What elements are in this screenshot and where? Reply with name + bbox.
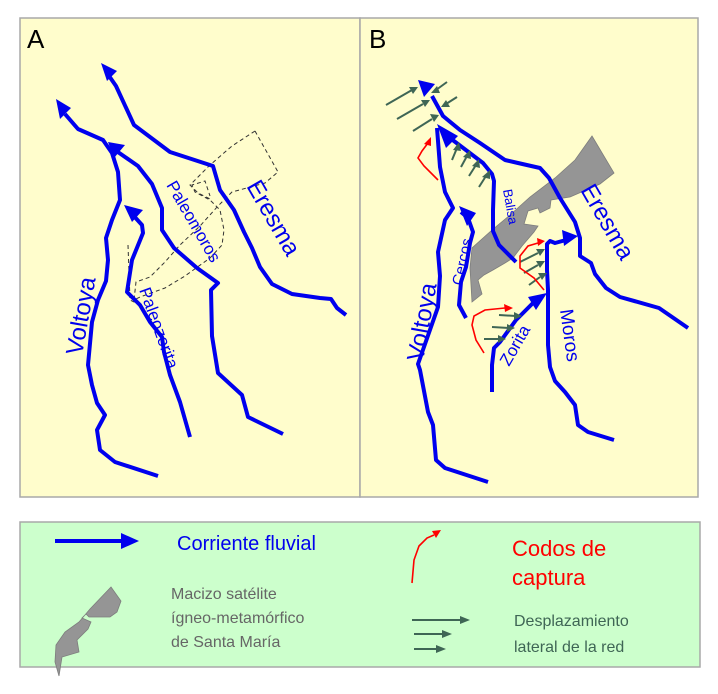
panel-a: A Voltoya Paleozorita Paleomoros Eresma — [19, 17, 361, 498]
shift-arrow — [460, 155, 468, 168]
massif-shape-icon — [54, 586, 122, 677]
shift-arrow — [385, 89, 413, 106]
shift-arrow — [445, 96, 458, 105]
shift-arrow-head — [463, 150, 471, 159]
capture-elbow-line — [411, 534, 435, 584]
shift-arrow — [498, 314, 517, 317]
arrowhead-eresma-a — [101, 63, 117, 81]
shift-arrow-head — [498, 335, 506, 343]
capture-elbows-b — [417, 137, 545, 354]
shift-arrow-head — [482, 170, 490, 179]
shift-legend-arrow-head — [460, 616, 470, 624]
lateral-shift-arrows-icon — [412, 616, 470, 653]
shift-arrow — [412, 118, 433, 132]
arrowhead-paleozorita — [124, 205, 143, 222]
shift-arrow-head — [409, 87, 418, 94]
shift-arrow-head — [538, 273, 547, 280]
shift-arrow — [468, 164, 477, 177]
capture-elbow-head — [504, 304, 513, 312]
shift-arrow-head — [441, 100, 450, 107]
shift-arrow-head — [472, 159, 480, 168]
shift-legend-arrow-head — [436, 645, 446, 653]
shift-arrow — [519, 252, 539, 263]
arrowhead-paleomoros — [108, 142, 125, 158]
paleo-massif-outline-inner — [189, 130, 256, 201]
river-eresma-b — [430, 95, 690, 330]
legend-capture-line1: Codos de — [512, 536, 606, 561]
legend-massif-line3: de Santa María — [171, 634, 281, 651]
lateral-shift-arrows-b — [385, 81, 547, 343]
shift-arrow-head — [507, 324, 515, 332]
river-moros — [545, 238, 615, 442]
river-paleomoros — [113, 148, 284, 436]
legend-massif-line1: Macizo satélite — [171, 586, 277, 603]
capture-elbow — [471, 307, 506, 354]
panel-a-background — [19, 17, 361, 498]
capture-elbow-head — [424, 137, 431, 146]
arrowhead-cercos — [459, 206, 476, 226]
stream-arrow-head — [121, 533, 139, 549]
legend-background — [19, 521, 701, 668]
shift-arrow — [396, 103, 424, 120]
arrowhead-voltoya-a — [56, 99, 71, 119]
river-balisa — [448, 136, 518, 264]
stream-arrow-icon — [55, 533, 139, 549]
label-balisa: Balisa — [500, 188, 521, 226]
shift-arrow-head — [536, 261, 545, 268]
river-voltoya-b — [416, 127, 489, 484]
legend-stream-label: Corriente fluvial — [177, 533, 316, 555]
massif-santa-maria — [469, 135, 615, 303]
shift-arrow-head — [431, 86, 440, 93]
legend: Corriente fluvial Macizo satélite ígneo-… — [19, 521, 701, 677]
shift-arrow-head — [453, 142, 461, 151]
panel-a-label: A — [27, 24, 45, 54]
river-voltoya-a — [63, 112, 159, 478]
legend-shift-line2: lateral de la red — [514, 639, 624, 656]
capture-elbow-icon — [411, 530, 441, 584]
capture-elbow-head — [432, 530, 441, 538]
arrowhead-eresma-b — [418, 80, 435, 97]
arrowhead-moros — [562, 230, 578, 246]
panel-b-label: B — [369, 24, 386, 54]
paleo-massif-outline — [133, 130, 279, 301]
shift-arrow — [478, 175, 487, 188]
capture-elbow — [417, 142, 439, 181]
shift-arrow-head — [514, 312, 522, 320]
panel-b: B — [359, 17, 699, 498]
arrowhead-balisa — [437, 124, 458, 148]
shift-arrow-head — [536, 249, 545, 256]
shift-arrow — [528, 276, 541, 286]
legend-capture-line2: captura — [512, 565, 586, 590]
legend-shift-line1: Desplazamiento — [514, 613, 629, 630]
arrowhead-zorita — [528, 293, 547, 310]
shift-legend-arrow-head — [442, 630, 452, 638]
legend-massif-line2: ígneo-metamórfico — [171, 610, 304, 627]
capture-elbow-head — [537, 238, 545, 246]
shift-arrow-head — [430, 114, 439, 122]
river-paleozorita — [125, 212, 192, 438]
shift-arrow — [491, 326, 510, 329]
river-eresma-a — [105, 71, 348, 317]
shift-arrow-head — [421, 100, 430, 107]
capture-elbow — [519, 242, 545, 291]
